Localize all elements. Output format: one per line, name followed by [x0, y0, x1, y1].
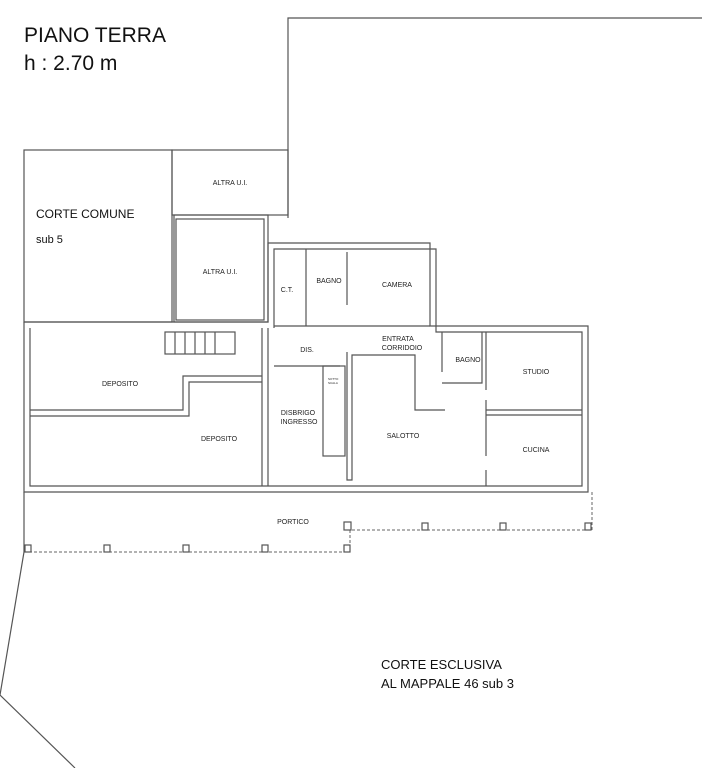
ingresso-label: INGRESSO — [281, 419, 319, 426]
sotto-label: SOTTO — [328, 377, 339, 381]
altra-ui-1-label: ALTRA U.I. — [213, 180, 248, 187]
property-boundary-left — [0, 551, 76, 768]
wall — [442, 332, 483, 384]
wall — [30, 375, 262, 411]
studio-label: STUDIO — [523, 369, 550, 376]
altra-ui-2-label: ALTRA U.I. — [203, 269, 238, 276]
ceiling-height: h : 2.70 m — [24, 52, 118, 75]
sub5-label: sub 5 — [36, 234, 63, 246]
property-boundary — [287, 17, 702, 218]
disbrigo-label: DISBRIGO — [281, 410, 316, 417]
stairs — [164, 331, 236, 355]
corridoio-label: CORRIDOIO — [382, 345, 423, 352]
portico-label: PORTICO — [277, 519, 309, 526]
stairs-center — [322, 365, 346, 457]
altra-ui-2-inner-wall — [175, 218, 265, 321]
mappale-label: AL MAPPALE 46 sub 3 — [381, 676, 514, 691]
salotto-label: SALOTTO — [387, 433, 420, 440]
portico-pillars — [24, 521, 592, 553]
bagno-1-label: BAGNO — [316, 278, 342, 285]
deposito-1-label: DEPOSITO — [102, 381, 139, 388]
ct-label: C.T. — [281, 287, 294, 294]
plan-title: PIANO TERRA — [24, 24, 166, 47]
camera-label: CAMERA — [382, 282, 412, 289]
wall — [30, 381, 262, 417]
dis-label: DIS. — [300, 347, 314, 354]
corte-esclusiva-label: CORTE ESCLUSIVA — [381, 657, 502, 672]
scala-label: SCALA — [328, 381, 338, 385]
deposito-2-label: DEPOSITO — [201, 436, 238, 443]
bagno-2-label: BAGNO — [455, 357, 481, 364]
entrata-label: ENTRATA — [382, 336, 414, 343]
wall — [346, 352, 445, 481]
cucina-label: CUCINA — [523, 447, 550, 454]
corte-comune-label: CORTE COMUNE — [36, 207, 134, 221]
outer-wall-inner — [29, 248, 583, 487]
